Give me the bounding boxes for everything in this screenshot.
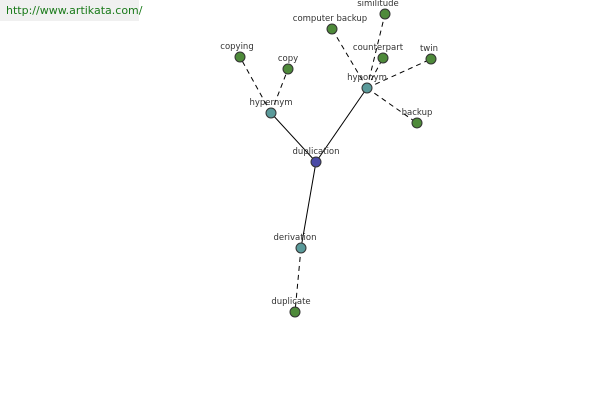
node-counterpart[interactable]: counterpart [353, 43, 404, 64]
node-label-duplicate[interactable]: duplicate [271, 297, 310, 307]
node-dot-similitude[interactable] [379, 8, 391, 20]
node-label-hyponym[interactable]: hyponym [347, 73, 387, 83]
edge-hyponym-computer-backup [331, 28, 368, 89]
edge-hyponym-similitude [366, 13, 386, 89]
node-dot-hypernym[interactable] [265, 107, 277, 119]
edge-hypernym-copy [270, 68, 289, 114]
nodes-layer: duplication hypernym hyponym derivation copy… [220, 0, 438, 318]
node-dot-computer-backup[interactable] [326, 23, 338, 35]
edge-derivation-duplicate [294, 247, 302, 313]
node-duplicate[interactable]: duplicate [271, 297, 311, 318]
node-hypernym[interactable]: hypernym [249, 98, 293, 119]
node-dot-copy[interactable] [282, 63, 294, 75]
node-similitude[interactable]: similitude [357, 0, 399, 20]
edge-duplication-derivation [300, 161, 317, 249]
node-dot-derivation[interactable] [295, 242, 307, 254]
node-label-twin[interactable]: twin [420, 44, 438, 54]
source-link[interactable]: http://www.artikata.com/ [0, 0, 142, 21]
node-label-copying[interactable]: copying [220, 42, 253, 52]
node-dot-counterpart[interactable] [377, 52, 389, 64]
node-twin[interactable]: twin [420, 44, 438, 65]
node-hyponym[interactable]: hyponym [347, 73, 387, 94]
node-copy[interactable]: copy [278, 54, 298, 75]
edge-hypernym-copying [239, 56, 272, 114]
node-label-hypernym[interactable]: hypernym [249, 98, 292, 108]
node-label-backup[interactable]: backup [402, 108, 433, 118]
node-dot-twin[interactable] [425, 53, 437, 65]
edge-hyponym-counterpart [366, 57, 384, 89]
edge-hyponym-backup [366, 87, 418, 124]
node-derivation[interactable]: derivation [273, 233, 317, 254]
edges-layer [239, 13, 432, 313]
node-dot-duplicate[interactable] [289, 306, 301, 318]
node-dot-hyponym[interactable] [361, 82, 373, 94]
node-backup[interactable]: backup [402, 108, 433, 129]
node-dot-duplication[interactable] [310, 156, 322, 168]
node-label-duplication[interactable]: duplication [292, 147, 339, 157]
node-computer-backup[interactable]: computer backup [293, 14, 367, 35]
node-dot-copying[interactable] [234, 51, 246, 63]
node-duplication[interactable]: duplication [292, 147, 340, 168]
node-label-copy[interactable]: copy [278, 54, 298, 64]
node-label-computer-backup[interactable]: computer backup [293, 14, 367, 24]
node-label-counterpart[interactable]: counterpart [353, 43, 404, 53]
edge-duplication-hyponym [315, 87, 368, 163]
node-label-derivation[interactable]: derivation [273, 233, 316, 243]
node-dot-backup[interactable] [411, 117, 423, 129]
node-copying[interactable]: copying [220, 42, 254, 63]
node-label-similitude[interactable]: similitude [357, 0, 399, 9]
edge-duplication-hypernym [270, 112, 317, 163]
edge-hyponym-twin [366, 58, 432, 89]
